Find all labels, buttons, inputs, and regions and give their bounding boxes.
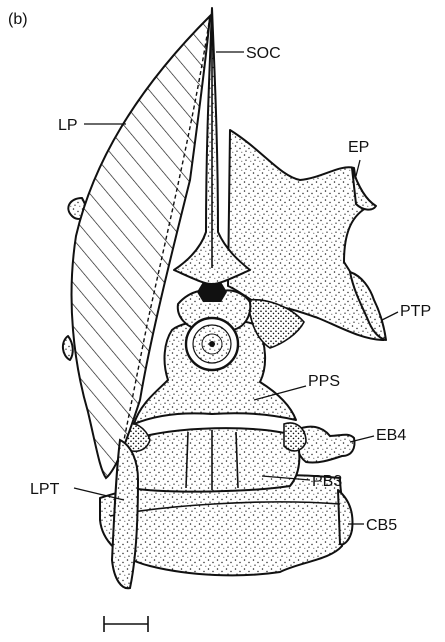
left-lobe-lower xyxy=(63,336,73,360)
label-lp: LP xyxy=(58,117,78,134)
label-soc: SOC xyxy=(246,45,281,62)
cb5-tip xyxy=(338,490,352,544)
label-lpt: LPT xyxy=(30,481,60,498)
label-pps: PPS xyxy=(308,373,340,390)
label-eb4: EB4 xyxy=(376,427,406,444)
label-pb3: PB3 xyxy=(312,473,342,490)
panel-label: (b) xyxy=(8,11,28,28)
ep-leader xyxy=(356,160,360,176)
label-ep: EP xyxy=(348,139,369,156)
label-ptp: PTP xyxy=(400,303,431,320)
scale-bar xyxy=(104,616,148,632)
orbit-center xyxy=(209,341,215,347)
ptp-leader xyxy=(382,312,398,320)
label-cb5: CB5 xyxy=(366,517,397,534)
